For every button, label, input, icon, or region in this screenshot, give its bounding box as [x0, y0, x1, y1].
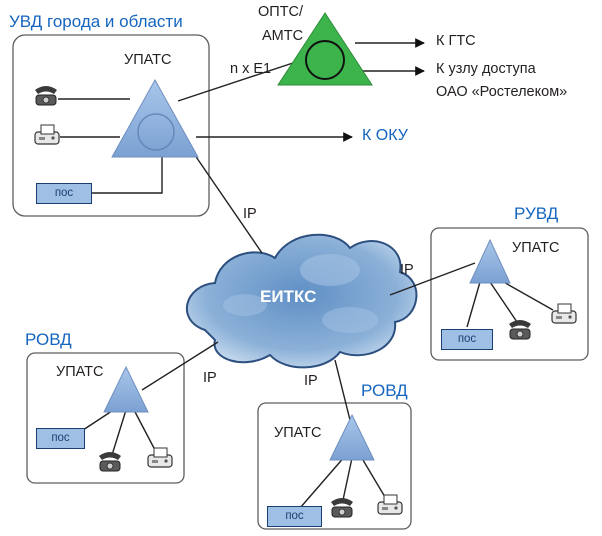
upats-uvd-label: УПАТС	[124, 52, 172, 68]
rovd-left-box	[26, 352, 185, 484]
upats-rovd-left-triangle	[103, 365, 149, 413]
pos-console-uvd: пос	[36, 183, 92, 204]
uvd-box	[12, 34, 210, 217]
link-cloud-rovd-bottom	[334, 359, 353, 429]
link-rovd-left-fax	[133, 409, 156, 451]
oku-label: К ОКУ	[362, 127, 408, 144]
link-cloud-rovd-left	[141, 341, 219, 391]
upats-uvd-triangle	[111, 78, 199, 158]
rovd-bottom-box	[257, 402, 412, 530]
link-ruvd-fax	[499, 279, 554, 311]
ip-label-rovd-bottom: IP	[304, 373, 318, 389]
link-cloud-ruvd	[389, 262, 476, 296]
link-uvd-cloud	[189, 147, 263, 254]
opts-label-line1: ОПТС/	[258, 4, 304, 20]
link-rovd-bottom-phone	[342, 457, 353, 501]
cloud-label: ЕИТКС	[260, 287, 317, 306]
link-ruvd-phone	[489, 281, 518, 323]
link-rovd-bottom-pos	[299, 454, 347, 509]
ip-label-uvd: IP	[243, 206, 257, 222]
trunk-label: n x E1	[230, 61, 272, 77]
telephone-icon	[330, 497, 354, 518]
ruvd-box	[430, 227, 589, 361]
ip-label-ruvd: IP	[400, 262, 414, 278]
upats-ruvd-triangle	[469, 238, 511, 284]
pos-console-ruvd: пос	[441, 329, 493, 350]
link-rovd-bottom-fax	[359, 454, 386, 498]
opts-amts-triangle	[277, 12, 373, 86]
telephone-icon	[98, 451, 122, 472]
ruvd-title: РУВД	[514, 204, 559, 223]
ip-label-rovd-left: IP	[203, 370, 217, 386]
link-ruvd-pos	[466, 281, 481, 328]
link-trunk-e1	[177, 59, 303, 102]
upats-ruvd-label: УПАТС	[512, 240, 560, 256]
access-node-label-line1: К узлу доступа	[436, 61, 536, 77]
upats-rovd-left-label: УПАТС	[56, 364, 104, 380]
telephone-icon	[508, 319, 532, 340]
rovd-bottom-title: РОВД	[361, 381, 408, 400]
upats-rovd-bottom-label: УПАТС	[274, 425, 322, 441]
rovd-left-title: РОВД	[25, 330, 72, 349]
link-rovd-left-phone	[111, 409, 127, 456]
upats-rovd-bottom-triangle	[329, 413, 375, 461]
access-node-label-line2: ОАО «Ростелеком»	[436, 84, 568, 100]
uvd-title: УВД города и области	[9, 12, 183, 31]
telephone-icon	[34, 85, 58, 106]
link-pos-uvd	[92, 157, 163, 194]
pos-console-rovd-left: пос	[36, 428, 85, 449]
gts-label: К ГТС	[436, 33, 476, 49]
opts-label-line2: АМТС	[262, 28, 304, 44]
pos-console-rovd-bottom: пос	[267, 506, 322, 527]
eitks-cloud	[185, 233, 418, 369]
